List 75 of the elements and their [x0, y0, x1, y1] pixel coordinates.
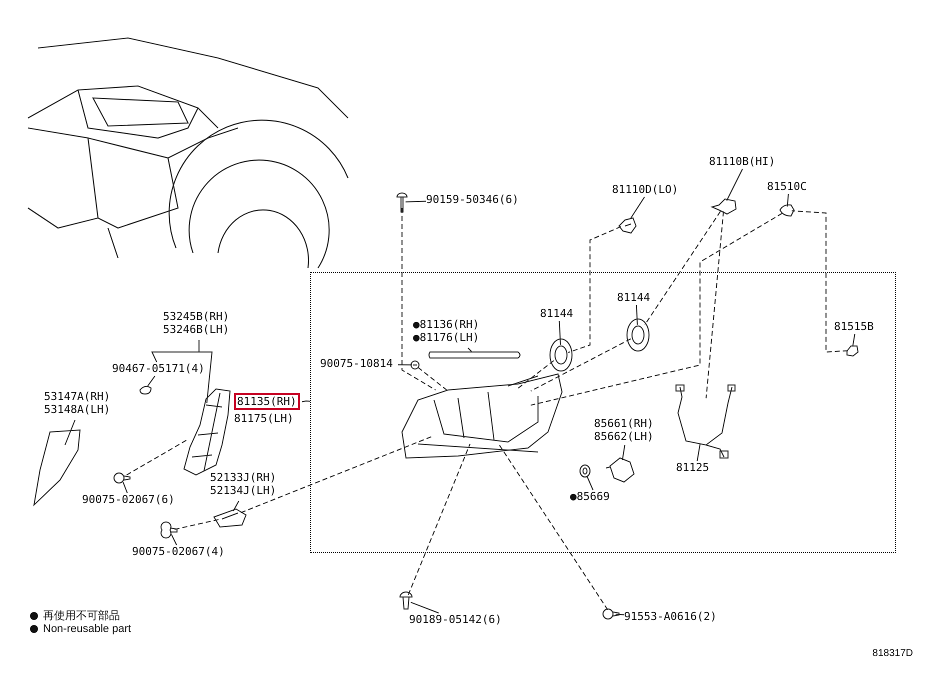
assembly-frame — [310, 272, 896, 553]
leader-line — [726, 168, 743, 202]
leader-line — [405, 200, 426, 202]
assembly-line — [706, 210, 724, 399]
bracket-drawing — [212, 507, 248, 527]
part-number-label: 90467-05171(4) — [112, 362, 208, 376]
leader-line — [558, 320, 561, 346]
nut-drawing — [410, 360, 420, 370]
leader-line — [696, 443, 701, 462]
bulb-drawing — [711, 197, 737, 215]
part-number-label: 81144 — [540, 307, 578, 321]
part-number-label: ●81136(RH) ●81176(LH) — [413, 318, 493, 348]
leader-line — [630, 196, 645, 218]
part-number-label: 53245B(RH) 53246B(LH) — [163, 310, 235, 340]
leader-line — [122, 482, 128, 494]
part-number-label: ●85669 — [570, 490, 622, 504]
leader-line — [151, 340, 200, 362]
trim-strip-drawing — [428, 350, 522, 360]
part-number-label: 53147A(RH) 53148A(LH) — [44, 390, 118, 420]
assembly-line — [174, 518, 220, 530]
screw-drawing — [161, 524, 178, 537]
o-ring-drawing — [579, 464, 591, 479]
legend-text: Non-reusable part — [43, 623, 132, 635]
leader-line — [170, 534, 178, 546]
assembly-line — [568, 226, 622, 353]
part-number-label: 81125 — [676, 461, 716, 475]
clip-drawing — [139, 384, 152, 394]
part-number-label: 81510C — [767, 180, 811, 194]
assembly-line — [791, 210, 848, 353]
assembly-line — [515, 360, 554, 390]
assembly-line — [530, 338, 632, 392]
part-number-label: 81144 — [617, 291, 655, 305]
leader-line — [852, 334, 856, 348]
leader-line — [302, 400, 310, 402]
assembly-line — [498, 444, 608, 610]
cap-drawing — [626, 318, 650, 352]
screw-drawing — [113, 471, 130, 485]
assembly-line — [530, 212, 783, 406]
part-number-label: 81515B — [834, 320, 878, 334]
leader-line — [636, 304, 638, 326]
cap-drawing — [549, 338, 573, 372]
part-number-label: 81110D(LO) — [612, 183, 686, 197]
part-number-label: 91553-A0616(2) — [624, 610, 720, 624]
bulb-drawing — [779, 204, 795, 217]
highlighted-part-number: 81135(RH) — [234, 393, 300, 410]
assembly-line — [402, 208, 436, 390]
assembly-line — [644, 210, 721, 326]
part-number-label: 81110B(HI) — [709, 155, 783, 169]
legend-text: 再使用不可部品 — [43, 610, 120, 622]
part-number-label: 90189-05142(6) — [409, 613, 505, 627]
leader-line — [147, 376, 156, 386]
leader-line — [586, 476, 594, 490]
assembly-line — [408, 444, 470, 596]
part-number-label: 90075-02067(6) — [82, 493, 178, 507]
part-number-label: 90159-50346(6) — [426, 193, 522, 207]
assembly-line — [126, 439, 188, 476]
screw-drawing — [602, 607, 619, 621]
assembly-line — [240, 436, 432, 514]
screw-drawing — [396, 192, 408, 212]
assembly-line — [468, 348, 472, 352]
part-number-label: 52133J(RH) 52134J(LH) — [210, 471, 284, 501]
leader-line — [786, 194, 789, 208]
leader-line — [398, 364, 412, 366]
part-number-label: 85661(RH) 85662(LH) — [594, 417, 660, 445]
clip-drawing — [398, 591, 414, 610]
assembly-line — [418, 366, 448, 390]
socket-drawing — [845, 344, 859, 357]
figure-code: 818317D — [872, 648, 913, 659]
leader-line — [615, 614, 624, 616]
leader-line — [232, 500, 240, 512]
part-number-label: 90075-10814 — [320, 357, 398, 371]
leader-line — [410, 602, 440, 614]
leader-line — [622, 444, 626, 460]
part-number-label: 81175(LH) — [234, 412, 295, 425]
part-number-label: 90075-02067(4) — [132, 545, 228, 559]
